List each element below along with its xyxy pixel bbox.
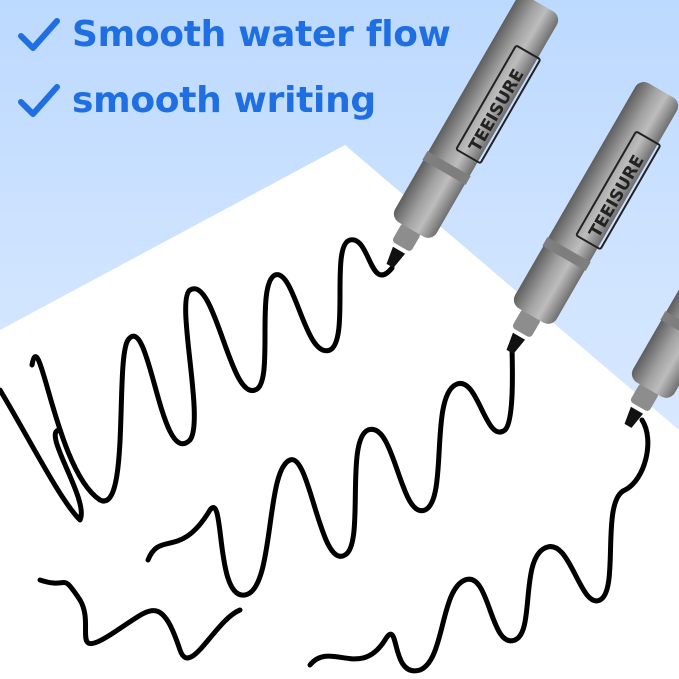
check-icon [18, 83, 60, 117]
feature-smooth-writing: smooth writing [18, 80, 376, 121]
marker-barrel [513, 81, 679, 324]
check-icon [18, 17, 60, 51]
marker-ring [422, 151, 471, 185]
feature-label: smooth writing [72, 80, 376, 121]
marker-tip [624, 406, 644, 428]
feature-smooth-water-flow: Smooth water flow [18, 14, 451, 55]
marker-barrel [631, 155, 679, 398]
marker-ring [660, 311, 679, 345]
ink-scribble-3 [37, 417, 651, 674]
marker-3 [624, 155, 679, 428]
marker-ring [542, 237, 591, 271]
feature-label: Smooth water flow [72, 14, 451, 55]
marker-1: TEEISURE [386, 0, 559, 268]
ink-scribble-1 [29, 237, 395, 504]
ink-scribble-2 [0, 342, 515, 598]
marker-barrel [393, 0, 559, 238]
marker-tip [386, 246, 406, 268]
marker-tip [506, 332, 526, 354]
marker-2: TEEISURE [506, 81, 679, 354]
